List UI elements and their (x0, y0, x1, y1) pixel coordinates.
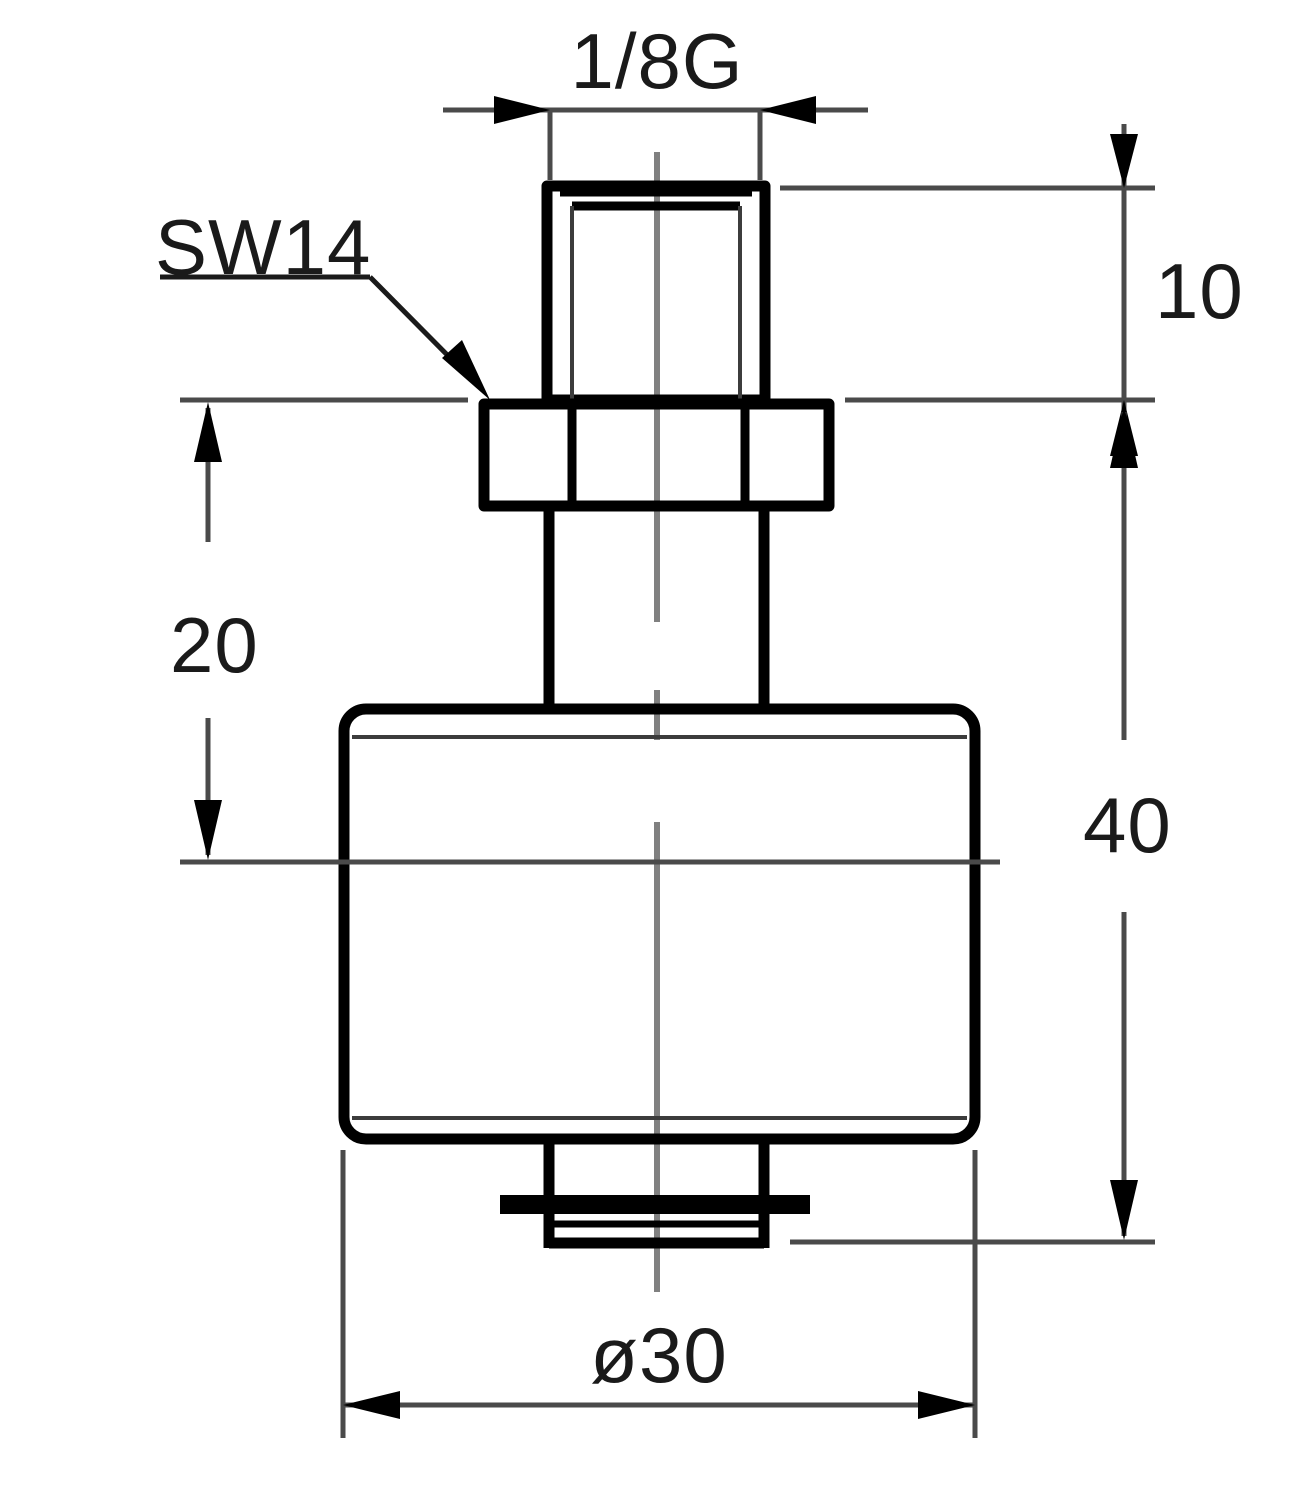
arrow-down-top (1110, 134, 1138, 188)
dimension-label-20: 20 (170, 601, 259, 689)
main-body (338, 703, 981, 1145)
dimension-label-d30: ø30 (590, 1311, 727, 1399)
dimension-thread-size: 1/8G (443, 17, 868, 180)
arrow-right (760, 96, 816, 124)
arrow-down-40 (1110, 1180, 1138, 1240)
dimension-neck-length: 20 (170, 397, 1000, 865)
hex-nut-sw14 (478, 398, 835, 512)
dimension-label-40: 40 (1083, 781, 1172, 869)
arrow-left (494, 96, 550, 124)
neck-shank (543, 506, 770, 710)
arrow-up-20 (194, 402, 222, 462)
arrow-right-d30 (343, 1391, 400, 1419)
dimension-body-diameter: ø30 (340, 1150, 978, 1438)
callout-sw14: SW14 (155, 203, 490, 400)
dimension-thread-length: 10 (780, 124, 1244, 466)
dimension-label-thread: 1/8G (570, 17, 743, 105)
arrow-up-40 (1110, 406, 1138, 468)
arrow-left-d30 (918, 1391, 975, 1419)
dimension-label-10: 10 (1155, 247, 1244, 335)
dimension-body-height: 40 (790, 406, 1172, 1245)
arrow-down-20 (194, 800, 222, 860)
bottom-fitting (500, 1139, 810, 1249)
leader-arrow-sw14 (442, 340, 490, 400)
